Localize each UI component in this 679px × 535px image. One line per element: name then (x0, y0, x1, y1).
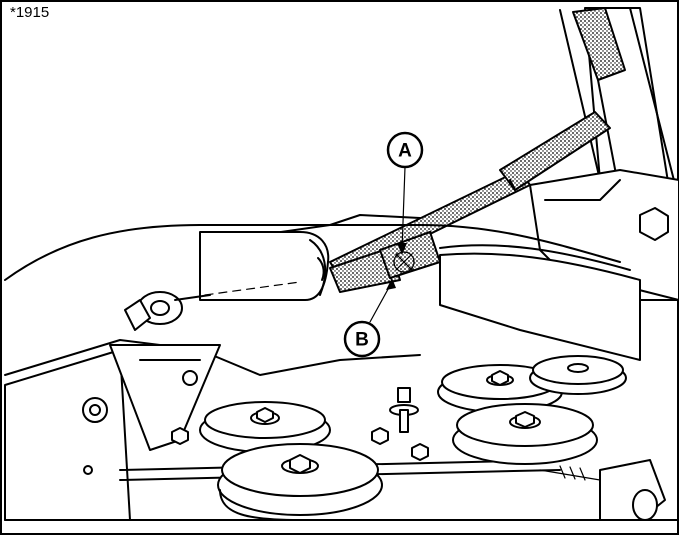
pulley-center-upper (437, 364, 563, 413)
pulley-left-upper (199, 401, 331, 453)
pulley-left-lower (217, 443, 383, 521)
callout-b-arrowhead (386, 278, 396, 290)
horizontal-tube (199, 231, 330, 301)
callout-a-label: A (398, 141, 412, 162)
callout-b: B (343, 320, 381, 358)
hidden-rod-dashed (204, 281, 301, 296)
left-pivot-assembly (124, 291, 211, 331)
callout-a: A (386, 131, 424, 169)
idler-spring-assembly (539, 459, 666, 521)
callout-a-leader (401, 166, 406, 251)
callout-b-label: B (355, 330, 369, 351)
figure-id-label: *1915 (8, 4, 52, 21)
callout-a-arrowhead (397, 243, 407, 255)
deck-bolts (171, 387, 429, 461)
rod-ferrule (329, 231, 441, 293)
pulley-right-lower (452, 403, 598, 465)
deck-top-plate (4, 214, 641, 361)
pulley-right-upper (529, 355, 627, 395)
deck-frame (4, 339, 679, 521)
